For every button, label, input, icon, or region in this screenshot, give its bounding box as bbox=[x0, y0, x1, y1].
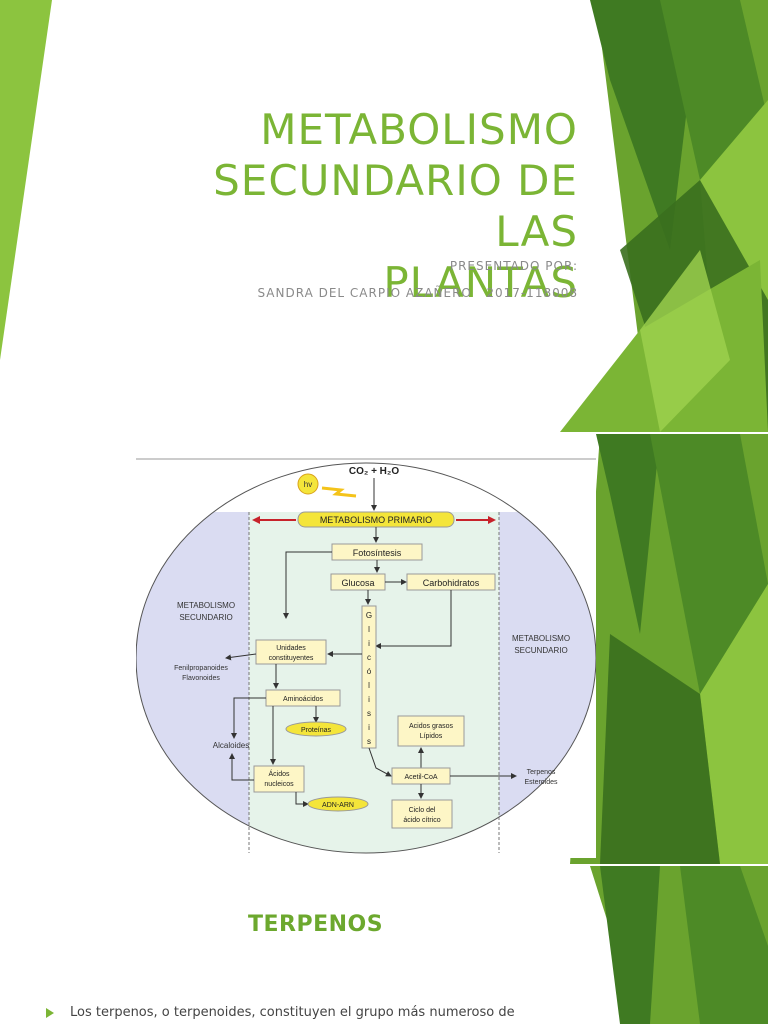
flavonoides-label: Flavonoides bbox=[182, 675, 220, 682]
unidades-line-2: constituyentes bbox=[269, 655, 314, 662]
acidos-nucleicos-line-1: Ácidos bbox=[268, 769, 290, 778]
acidos-grasos-line-2: Lípidos bbox=[420, 733, 443, 740]
title-slide: METABOLISMO SECUNDARIO DE LAS PLANTAS PR… bbox=[0, 0, 768, 432]
terpenos-slide: TERPENOS Los terpenos, o terpenoides, co… bbox=[0, 866, 768, 1024]
proteinas-label: Proteínas bbox=[301, 727, 331, 734]
presentation-title: METABOLISMO SECUNDARIO DE LAS PLANTAS bbox=[158, 104, 578, 308]
fenilpropanoides-label: Fenilpropanoides bbox=[174, 665, 228, 672]
svg-text:l: l bbox=[368, 625, 370, 634]
slide1-decoration bbox=[0, 0, 768, 432]
bullet-text: Los terpenos, o terpenoides, constituyen… bbox=[70, 1005, 515, 1020]
alcaloides-label: Alcaloides bbox=[213, 741, 249, 750]
title-line-2: SECUNDARIO DE LAS bbox=[213, 156, 578, 256]
svg-text:ó: ó bbox=[367, 667, 372, 676]
title-line-3: PLANTAS bbox=[383, 258, 578, 307]
esteroides-label: Esteroides bbox=[524, 779, 558, 786]
bullet-arrow-icon bbox=[46, 1008, 54, 1018]
svg-text:l: l bbox=[368, 681, 370, 690]
primary-metabolism-label: METABOLISMO PRIMARIO bbox=[320, 515, 432, 525]
author-line: SANDRA DEL CARPIO AZAÑERO 2017-118008 bbox=[257, 286, 578, 300]
acidos-nucleicos-line-2: nucleicos bbox=[264, 781, 294, 788]
secondary-right-label-2: SECUNDARIO bbox=[514, 646, 567, 655]
unidades-line-1: Unidades bbox=[276, 645, 306, 652]
svg-text:c: c bbox=[367, 653, 371, 662]
slide3-decoration bbox=[590, 866, 768, 1024]
terpenos-label: Terpenos bbox=[527, 769, 556, 776]
metabolism-diagram: hv CO₂ + H₂O METABOLISMO PRIMARIO Fotosí… bbox=[136, 458, 596, 858]
adn-arn-oval bbox=[307, 796, 369, 812]
svg-text:i: i bbox=[368, 723, 370, 732]
svg-text:s: s bbox=[367, 737, 371, 746]
carbohidratos-box: Carbohidratos bbox=[423, 578, 480, 588]
presented-by-label: PRESENTADO POR: bbox=[449, 259, 578, 273]
glucosa-box: Glucosa bbox=[341, 578, 374, 588]
ciclo-line-1: Ciclo del bbox=[409, 807, 436, 814]
aminoacidos-box: Aminoácidos bbox=[283, 696, 324, 703]
acetil-coa-box: Acetil-CoA bbox=[404, 774, 437, 781]
secondary-left-label-2: SECUNDARIO bbox=[179, 613, 232, 622]
ciclo-line-2: ácido cítrico bbox=[403, 817, 440, 824]
sun-label: hv bbox=[304, 480, 312, 489]
co2-h2o-label: CO₂ + H₂O bbox=[349, 466, 400, 477]
secondary-left-label-1: METABOLISMO bbox=[177, 601, 235, 610]
slide-heading: TERPENOS bbox=[248, 912, 384, 937]
svg-text:G: G bbox=[366, 611, 372, 620]
slide2-decoration bbox=[570, 434, 768, 864]
adn-arn-label: ADN-ARN bbox=[322, 802, 354, 809]
acidos-grasos-line-1: Acidos grasos bbox=[409, 723, 453, 730]
diagram-slide: hv CO₂ + H₂O METABOLISMO PRIMARIO Fotosí… bbox=[0, 434, 768, 864]
svg-text:s: s bbox=[367, 709, 371, 718]
secondary-right-label-1: METABOLISMO bbox=[512, 634, 570, 643]
svg-text:i: i bbox=[368, 695, 370, 704]
fotosintesis-box: Fotosíntesis bbox=[353, 548, 402, 558]
proteinas-oval bbox=[285, 721, 347, 737]
title-line-1: METABOLISMO bbox=[260, 105, 578, 154]
glicolisis-column: G l i c ó l i s i s bbox=[366, 611, 372, 746]
bullet-item: Los terpenos, o terpenoides, constituyen… bbox=[46, 1004, 586, 1022]
sun-icon bbox=[297, 473, 319, 495]
svg-text:i: i bbox=[368, 639, 370, 648]
